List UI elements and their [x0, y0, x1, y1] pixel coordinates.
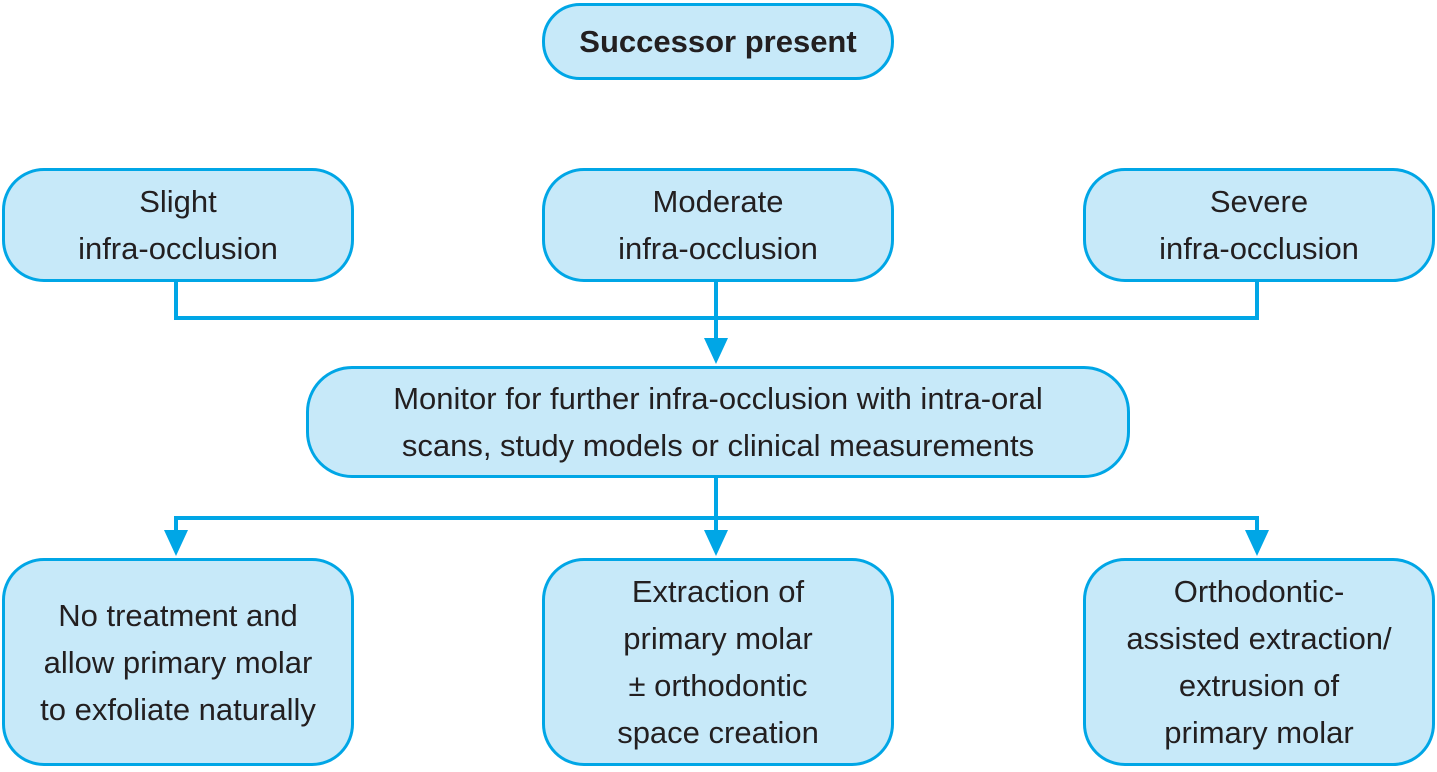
- node-moderate-label: Moderate infra-occlusion: [618, 184, 818, 266]
- node-monitor: Monitor for further infra-occlusion with…: [306, 366, 1130, 478]
- node-ortho-label: Orthodontic- assisted extraction/ extrus…: [1126, 574, 1392, 750]
- node-extraction-label: Extraction of primary molar ± orthodonti…: [617, 574, 819, 750]
- node-slight-label: Slight infra-occlusion: [78, 184, 278, 266]
- node-severe-infra-occlusion: Severe infra-occlusion: [1083, 168, 1435, 282]
- node-monitor-label: Monitor for further infra-occlusion with…: [393, 381, 1043, 463]
- arrowhead-no-treatment: [164, 530, 188, 556]
- connector-severe: [716, 282, 1259, 320]
- node-orthodontic-assisted: Orthodontic- assisted extraction/ extrus…: [1083, 558, 1435, 766]
- node-no-treatment-label: No treatment and allow primary molar to …: [40, 597, 316, 727]
- arrowhead-monitor: [704, 338, 728, 364]
- arrowhead-extraction: [704, 530, 728, 556]
- connector-slight: [174, 282, 716, 320]
- node-no-treatment: No treatment and allow primary molar to …: [2, 558, 354, 766]
- arrowhead-ortho: [1245, 530, 1269, 556]
- node-severe-label: Severe infra-occlusion: [1159, 184, 1359, 266]
- node-slight-infra-occlusion: Slight infra-occlusion: [2, 168, 354, 282]
- connector-branch-left: [174, 516, 716, 542]
- node-successor-present-label: Successor present: [579, 24, 857, 59]
- node-extraction: Extraction of primary molar ± orthodonti…: [542, 558, 894, 766]
- connector-branch-right: [716, 516, 1259, 542]
- node-successor-present: Successor present: [542, 3, 894, 80]
- node-moderate-infra-occlusion: Moderate infra-occlusion: [542, 168, 894, 282]
